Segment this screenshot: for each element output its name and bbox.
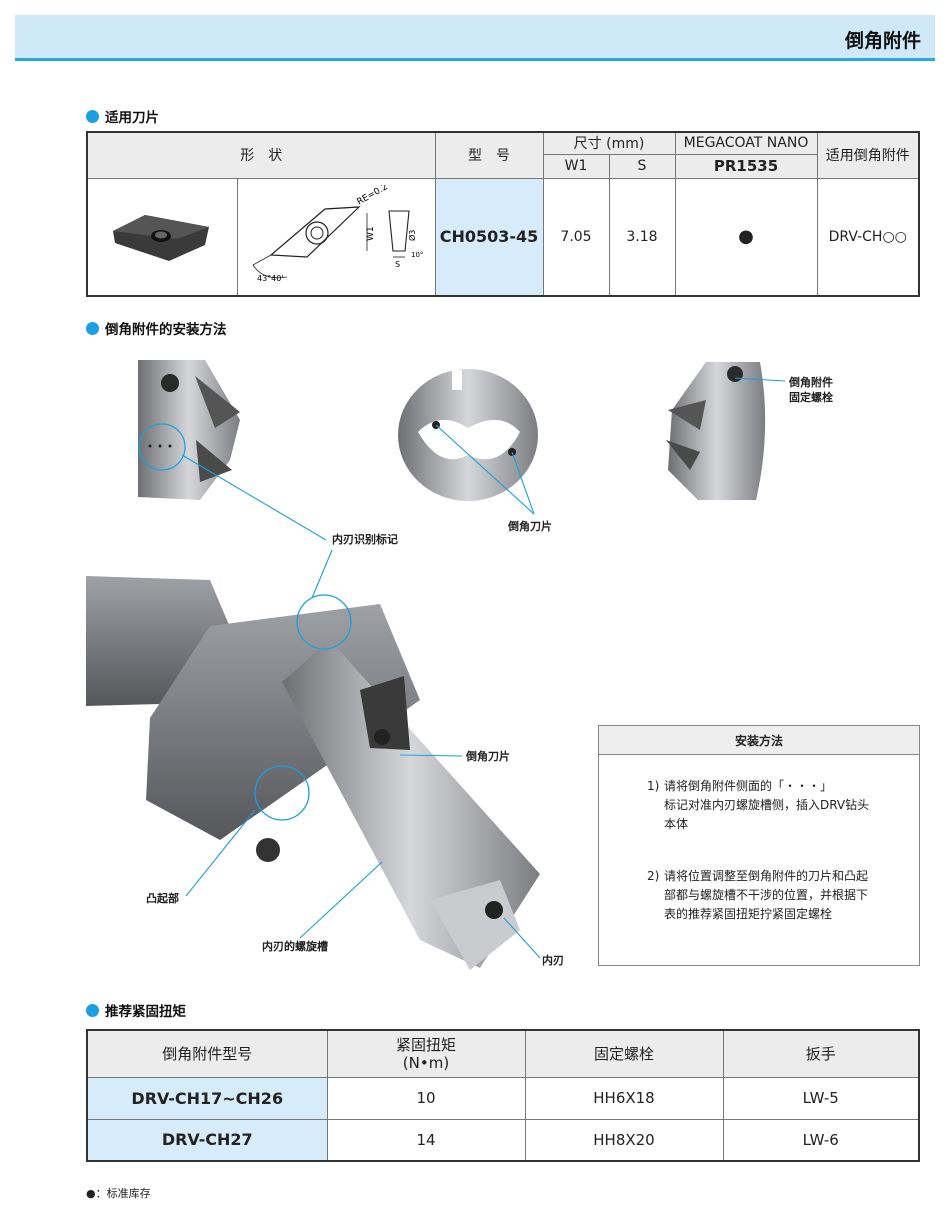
insert-photo-icon xyxy=(113,214,210,261)
callout-inner-edge: 内刃 xyxy=(542,954,564,967)
insert-applicable: DRV-CH○○ xyxy=(816,177,920,297)
attachment-side-view-icon xyxy=(138,360,240,500)
callout-chamfer-insert-top: 倒角刀片 xyxy=(508,520,552,533)
section-heading-torque: 推荐紧固扭矩 xyxy=(86,1000,186,1020)
col-s: S xyxy=(608,153,676,179)
row-torque: 14 xyxy=(326,1118,526,1162)
row-model: DRV-CH27 xyxy=(86,1118,328,1162)
section-heading-text: 倒角附件的安装方法 xyxy=(105,322,227,338)
footnote: ●：标准库存 xyxy=(86,1187,151,1200)
col-wrench: 扳手 xyxy=(722,1029,920,1078)
bullet-icon xyxy=(86,109,99,123)
section-heading-inserts: 适用刀片 xyxy=(86,106,159,126)
insert-s: 3.18 xyxy=(608,177,676,297)
col-w1: W1 xyxy=(542,153,610,179)
page-header: 倒角附件 xyxy=(15,15,935,61)
leader-lines xyxy=(181,377,786,959)
col-grade: PR1535 xyxy=(674,153,818,179)
row-bolt: HH8X20 xyxy=(524,1118,724,1162)
torque-table: 倒角附件型号 紧固扭矩 (N•m) 固定螺栓 扳手 DRV-CH17~CH26 … xyxy=(86,1029,920,1162)
row-wrench: LW-6 xyxy=(722,1118,920,1162)
drawing-label-phi: Ø3 xyxy=(407,229,417,240)
install-step-text: 请将位置调整至倒角附件的刀片和凸起 部都与螺旋槽不干涉的位置，并根据下 表的推荐… xyxy=(664,869,869,921)
row-bolt: HH6X18 xyxy=(524,1076,724,1120)
attachment-front-view-icon xyxy=(398,369,538,501)
install-step-number: 1) xyxy=(647,779,660,793)
drill-assembly-icon xyxy=(86,576,540,970)
drawing-label-w1: W1 xyxy=(366,226,376,241)
install-step-number: 2) xyxy=(647,869,660,883)
callout-inner-flute: 内刃的螺旋槽 xyxy=(262,940,328,953)
drawing-label-angle: 43°40' xyxy=(257,274,284,283)
table-row: DRV-CH17~CH26 10 HH6X18 LW-5 xyxy=(86,1076,920,1120)
insert-photo-cell xyxy=(86,177,238,297)
insert-w1: 7.05 xyxy=(542,177,610,297)
col-attachment-model: 倒角附件型号 xyxy=(86,1029,328,1078)
col-bolt: 固定螺栓 xyxy=(524,1029,724,1078)
install-step-text: 请将倒角附件侧面的「・・・」 标记对准内刃螺旋槽侧，插入DRV钻头 本体 xyxy=(664,779,870,831)
install-method-title: 安装方法 xyxy=(599,726,919,755)
insert-drawing-cell: RE=0.2 W1 Ø3 S 10° 43°40' xyxy=(236,177,436,297)
col-applicable: 适用倒角附件 xyxy=(816,131,920,179)
col-torque: 紧固扭矩 (N•m) xyxy=(326,1029,526,1078)
drawing-label-s: S xyxy=(395,260,400,269)
callout-fixing-bolt: 倒角附件 固定螺栓 xyxy=(789,376,833,404)
drawing-label-ten: 10° xyxy=(411,251,423,259)
callout-boss: 凸起部 xyxy=(146,892,179,905)
row-model: DRV-CH17~CH26 xyxy=(86,1076,328,1120)
bullet-icon xyxy=(86,321,99,335)
insert-model: CH0503-45 xyxy=(434,177,544,297)
install-step-1: 1) 请将倒角附件侧面的「・・・」 标记对准内刃螺旋槽侧，插入DRV钻头 本体 xyxy=(647,777,897,834)
insert-drawing-icon: RE=0.2 W1 Ø3 S 10° 43°40' xyxy=(252,182,423,283)
page-title: 倒角附件 xyxy=(844,30,921,52)
insert-stock-mark: ● xyxy=(674,177,818,297)
row-torque: 10 xyxy=(326,1076,526,1120)
col-coating: MEGACOAT NANO xyxy=(674,131,818,155)
col-model: 型 号 xyxy=(434,131,544,179)
attachment-rear-view-icon xyxy=(666,362,766,500)
section-heading-text: 适用刀片 xyxy=(105,110,159,126)
callout-inner-edge-mark: 内刃识别标记 xyxy=(332,533,398,546)
row-wrench: LW-5 xyxy=(722,1076,920,1120)
table-row: DRV-CH27 14 HH8X20 LW-6 xyxy=(86,1118,920,1162)
insert-table: 形 状 型 号 尺寸 (mm) MEGACOAT NANO 适用倒角附件 W1 … xyxy=(86,131,920,297)
section-heading-installation: 倒角附件的安装方法 xyxy=(86,318,227,338)
bullet-icon xyxy=(86,1003,99,1017)
install-step-2: 2) 请将位置调整至倒角附件的刀片和凸起 部都与螺旋槽不干涉的位置，并根据下 表… xyxy=(647,867,897,924)
callout-chamfer-insert-main: 倒角刀片 xyxy=(466,750,510,763)
install-method-box: 安装方法 1) 请将倒角附件侧面的「・・・」 标记对准内刃螺旋槽侧，插入DRV钻… xyxy=(598,725,920,966)
section-heading-text: 推荐紧固扭矩 xyxy=(105,1004,186,1020)
